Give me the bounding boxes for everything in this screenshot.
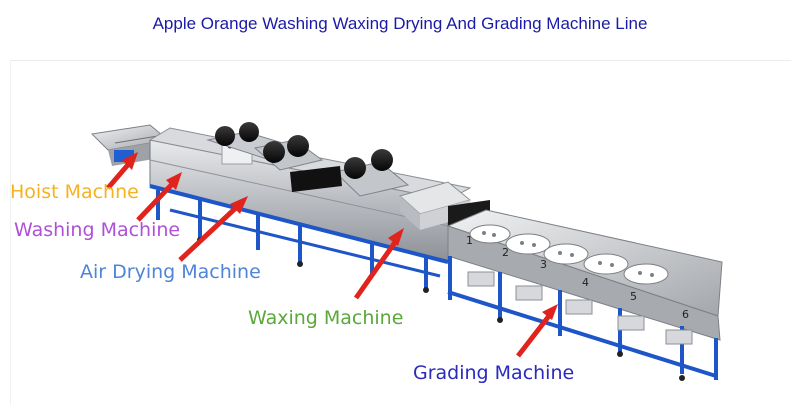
- lane-number-6: 6: [682, 308, 689, 321]
- label-washing-machine: Washing Machine: [14, 219, 181, 241]
- arrow-air-drying: [178, 196, 248, 262]
- arrow-grading: [516, 304, 558, 358]
- label-air-drying-machine: Air Drying Machine: [80, 261, 261, 283]
- page-title: Apple Orange Washing Waxing Drying And G…: [152, 14, 648, 33]
- label-grading-machine: Grading Machine: [413, 362, 575, 384]
- figure-frame: [10, 60, 791, 405]
- lane-number-4: 4: [582, 276, 589, 289]
- waxing-unit: [398, 181, 490, 230]
- arrow-waxing: [353, 228, 404, 300]
- arrow-hoist: [106, 152, 138, 190]
- lane-number-5: 5: [630, 290, 637, 303]
- label-waxing-machine: Waxing Machine: [248, 307, 404, 329]
- lane-number-2: 2: [502, 246, 509, 259]
- lane-number-1: 1: [466, 234, 473, 247]
- lane-number-3: 3: [540, 258, 547, 271]
- air-fan-units: [206, 122, 410, 197]
- arrow-washing: [136, 172, 182, 222]
- callout-arrows: [106, 152, 558, 358]
- grading-machine-body: [446, 209, 723, 380]
- label-hoist-machine: Hoist Machne: [10, 181, 139, 203]
